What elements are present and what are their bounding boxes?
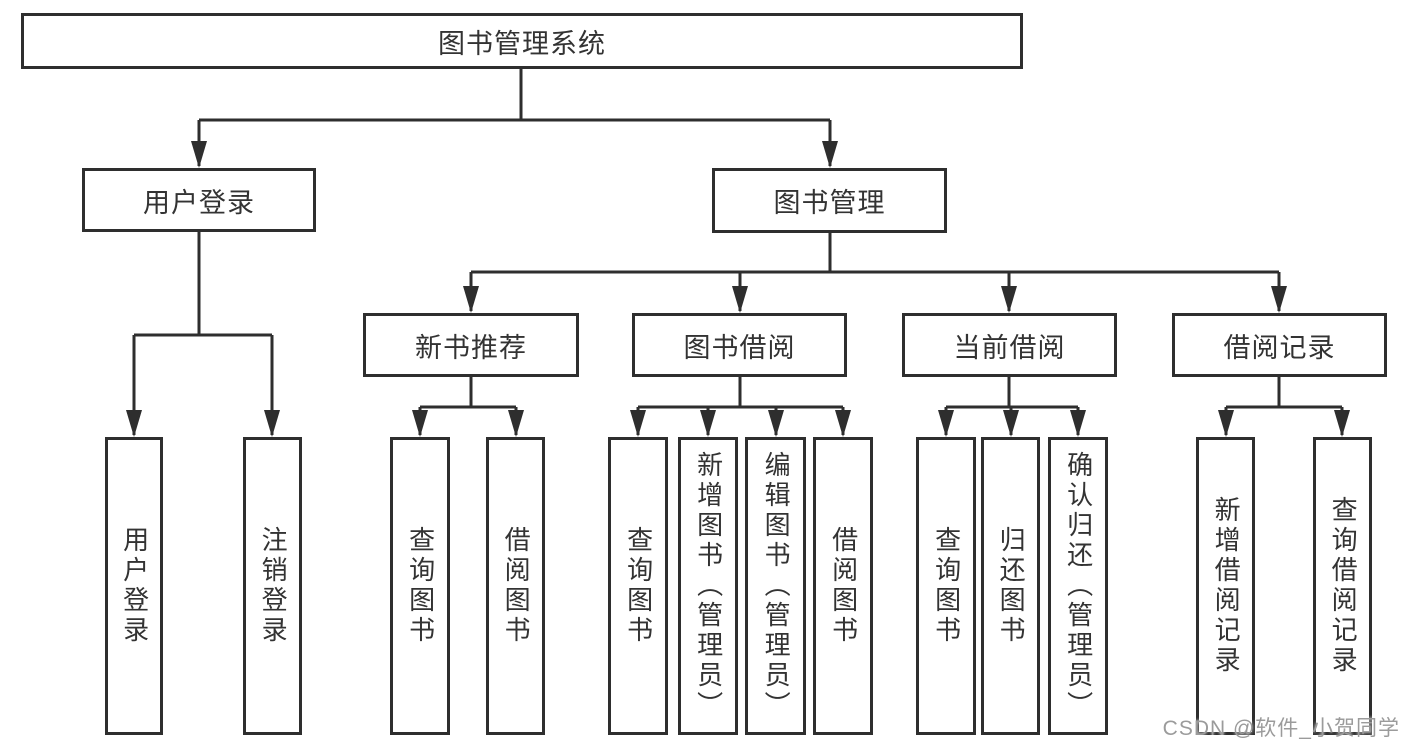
leaf-query-borrow-record-label: 查询借阅记录 (1328, 496, 1359, 676)
leaf-logout: 注销登录 (243, 437, 302, 735)
node-borrowing-records-label: 借阅记录 (1223, 332, 1336, 363)
leaf-add-borrow-record: 新增借阅记录 (1196, 437, 1255, 735)
node-borrowing-records: 借阅记录 (1172, 313, 1387, 377)
node-library-system-label: 图书管理系统 (438, 28, 606, 59)
leaf-add-books-admin: 新增图书（管理员） (678, 437, 738, 735)
node-new-book-recommend: 新书推荐 (363, 313, 579, 377)
node-user-login: 用户登录 (82, 168, 316, 232)
leaf-borrow-books-borrowing-label: 借阅图书 (828, 526, 859, 646)
node-book-borrowing-label: 图书借阅 (683, 332, 796, 363)
leaf-user-login: 用户登录 (105, 437, 163, 735)
leaf-query-books-current-label: 查询图书 (931, 526, 962, 646)
leaf-edit-books-admin-label: 编辑图书（管理员） (761, 451, 792, 721)
leaf-borrow-books-recommend-label: 借阅图书 (501, 526, 532, 646)
node-user-login-label: 用户登录 (143, 187, 255, 218)
leaf-query-borrow-record: 查询借阅记录 (1313, 437, 1372, 735)
leaf-return-books-label: 归还图书 (996, 526, 1027, 646)
leaf-confirm-return-admin-label: 确认归还（管理员） (1063, 451, 1094, 721)
leaf-query-books-borrowing-label: 查询图书 (623, 526, 654, 646)
csdn-watermark: CSDN @软件_小贺同学 (1162, 717, 1400, 740)
node-book-management: 图书管理 (712, 168, 947, 233)
leaf-query-books-borrowing: 查询图书 (608, 437, 668, 735)
node-book-borrowing: 图书借阅 (632, 313, 847, 377)
leaf-add-borrow-record-label: 新增借阅记录 (1211, 496, 1242, 676)
leaf-query-books-current: 查询图书 (916, 437, 976, 735)
leaf-edit-books-admin: 编辑图书（管理员） (745, 437, 806, 735)
leaf-borrow-books-borrowing: 借阅图书 (813, 437, 873, 735)
leaf-confirm-return-admin: 确认归还（管理员） (1048, 437, 1108, 735)
leaf-return-books: 归还图书 (981, 437, 1040, 735)
leaf-logout-label: 注销登录 (258, 526, 289, 646)
leaf-add-books-admin-label: 新增图书（管理员） (693, 451, 724, 721)
leaf-query-books-recommend: 查询图书 (390, 437, 450, 735)
leaf-user-login-label: 用户登录 (119, 526, 150, 646)
arrowheads (126, 141, 1350, 437)
node-current-borrowing-label: 当前借阅 (953, 332, 1066, 363)
node-new-book-recommend-label: 新书推荐 (415, 332, 527, 363)
node-library-system: 图书管理系统 (21, 13, 1023, 69)
leaf-query-books-recommend-label: 查询图书 (405, 526, 436, 646)
node-current-borrowing: 当前借阅 (902, 313, 1117, 377)
node-book-management-label: 图书管理 (773, 188, 886, 218)
leaf-borrow-books-recommend: 借阅图书 (486, 437, 545, 735)
